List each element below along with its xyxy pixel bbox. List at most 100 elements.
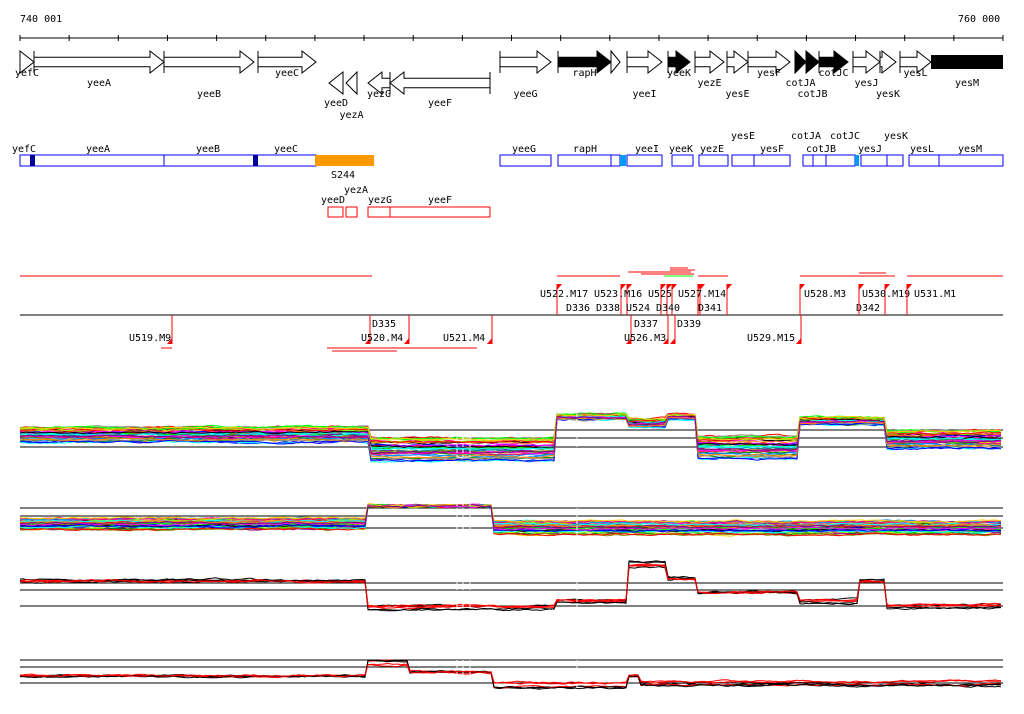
gene-label-yesK: yesK [876, 89, 900, 100]
expression-line [19, 662, 1002, 685]
operon-label: yesK [884, 131, 908, 142]
expression-line [19, 560, 1002, 611]
operon-box [610, 154, 621, 167]
feature-flag [487, 338, 492, 344]
gene-label-yeeC: yeeC [275, 68, 299, 79]
gene-label-yezE: yezE [697, 78, 721, 89]
gene-arrow-yeeI [626, 49, 663, 75]
transcript-box [327, 206, 344, 218]
operon-label: cotJC [830, 131, 860, 142]
feature-flag [557, 284, 562, 290]
feature-flag [698, 284, 703, 290]
feature-flag [365, 338, 370, 344]
feature-flag [800, 284, 805, 290]
operon-marker [253, 155, 258, 166]
operon-box [825, 154, 856, 167]
operon-label: yeeC [274, 144, 298, 155]
feature-label: U519.M9 [129, 333, 171, 344]
operon-box [698, 154, 729, 167]
operon-label: yesL [910, 144, 934, 155]
expression-line [19, 415, 1002, 449]
feature-label: D342 [856, 303, 880, 314]
feature-flag [663, 338, 668, 344]
feature-label: U521.M4 [443, 333, 485, 344]
expression-line [19, 564, 1002, 608]
gene-label-yesM: yesM [955, 78, 979, 89]
feature-label: U527.M14 [678, 289, 726, 300]
operon-box [753, 154, 791, 167]
feature-label: U524 [626, 303, 650, 314]
expression-line [19, 417, 1002, 462]
operon-box [860, 154, 888, 167]
transcript-box [389, 206, 491, 218]
gene-arrow-yeeC [257, 49, 317, 75]
gene-arrow-yesE [726, 49, 749, 75]
expression-plots [19, 395, 1003, 692]
expression-line [19, 415, 1002, 454]
feature-label: U522.M17 [540, 289, 588, 300]
transcript-label: yezG [368, 195, 392, 206]
gene-label-cotJB: cotJB [797, 89, 827, 100]
gene-yesM [931, 55, 1003, 69]
feature-label: U531.M1 [914, 289, 956, 300]
feature-label: D339 [677, 319, 701, 330]
expression-line [19, 504, 1002, 529]
feature-flag [404, 338, 409, 344]
feature-flag [727, 284, 732, 290]
transcript-label: yezA [344, 185, 368, 196]
gene-label-cotJC: cotJC [818, 68, 848, 79]
operon-label: yeeG [512, 144, 536, 155]
transcript-box [367, 206, 391, 218]
gene-label-yefC: yefC [15, 68, 39, 79]
operon-label: yesM [958, 144, 982, 155]
feature-flag [670, 338, 675, 344]
transcript-label: yeeD [321, 195, 345, 206]
operon-box [19, 154, 165, 167]
feature-label: U526.M3 [624, 333, 666, 344]
operon-label: yeeK [669, 144, 693, 155]
operon-box [938, 154, 1004, 167]
gene-arrow-yeeG [499, 49, 552, 75]
gene-label-yeeI: yeeI [632, 89, 656, 100]
gene-label-yeeF: yeeF [428, 98, 452, 109]
operon-label: yeeB [196, 144, 220, 155]
feature-label: D338 [596, 303, 620, 314]
gene-arrow-cotJC [818, 49, 849, 75]
expression-line [19, 659, 1002, 689]
expression-line [19, 504, 1002, 530]
expression-line [20, 664, 1002, 685]
feature-label: U530.M19 [862, 289, 910, 300]
operon-box [499, 154, 552, 167]
transcript-label: yeeF [428, 195, 452, 206]
feature-flag [667, 284, 672, 290]
gene-label-yesE: yesE [725, 89, 749, 100]
operon-label: yezE [700, 144, 724, 155]
operon-label: yesE [731, 131, 755, 142]
feature-flag [661, 284, 666, 290]
expression-line [20, 504, 1002, 524]
transcript-box [345, 206, 358, 218]
gene-label-yeeB: yeeB [197, 89, 221, 100]
feature-label: D341 [698, 303, 722, 314]
operon-box [253, 154, 317, 167]
expression-line [19, 563, 1002, 610]
operon-label: cotJB [806, 144, 836, 155]
expression-line [19, 504, 1002, 531]
gene-arrow-yeeB [163, 49, 255, 75]
gene-label-yezG: yezG [367, 89, 391, 100]
operon-box [557, 154, 612, 167]
operon-label: rapH [573, 144, 597, 155]
expression-line [19, 560, 1002, 612]
operon-box [626, 154, 663, 167]
feature-flag [621, 284, 626, 290]
operon-marker [620, 155, 626, 166]
gene-label-yesL: yesL [903, 68, 927, 79]
ruler-end-label: 760 000 [958, 14, 1000, 25]
operon-box [812, 154, 827, 167]
feature-flag [796, 338, 801, 344]
gene-arrow-yesF [747, 49, 791, 75]
feature-label: U523.M16 [594, 289, 642, 300]
